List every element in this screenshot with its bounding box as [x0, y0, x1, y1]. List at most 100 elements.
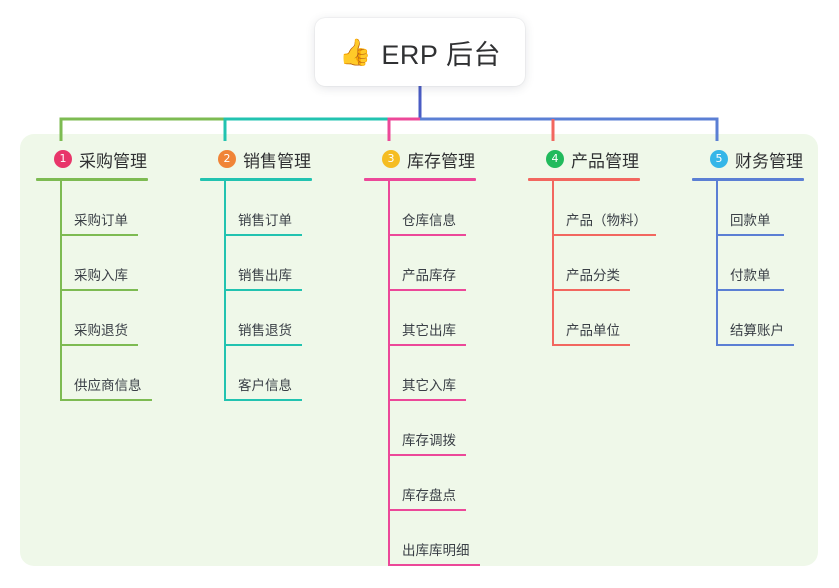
leaf-rule	[388, 399, 466, 401]
branch-badge-1: 1	[54, 150, 72, 168]
leaf-rule	[60, 234, 138, 236]
leaf-item[interactable]: 采购退货	[60, 291, 186, 346]
leaf-rule	[552, 289, 630, 291]
leaf-item[interactable]: 产品（物料）	[552, 181, 678, 236]
branch-header-3[interactable]: 3 库存管理	[364, 146, 514, 172]
branch-badge-3: 3	[382, 150, 400, 168]
leaf-rule	[716, 289, 784, 291]
leaf-label: 产品（物料）	[566, 213, 647, 228]
leaf-label: 采购入库	[74, 268, 128, 283]
branch-header-4[interactable]: 4 产品管理	[528, 146, 678, 172]
leaf-item[interactable]: 其它入库	[388, 346, 514, 401]
branch-rule-5	[692, 178, 804, 181]
branch-title-1: 采购管理	[79, 151, 147, 171]
leaf-label: 销售出库	[238, 268, 292, 283]
leaf-item[interactable]: 库存调拨	[388, 401, 514, 456]
leaf-label: 采购退货	[74, 323, 128, 338]
leaf-label: 仓库信息	[402, 213, 456, 228]
leaf-item[interactable]: 产品库存	[388, 236, 514, 291]
leaf-item[interactable]: 客户信息	[224, 346, 350, 401]
leaf-label: 客户信息	[238, 378, 292, 393]
leaf-item[interactable]: 结算账户	[716, 291, 839, 346]
branch-leaf-list-2: 销售订单销售出库销售退货客户信息	[200, 181, 350, 401]
leaf-rule	[224, 344, 302, 346]
branch-header-2[interactable]: 2 销售管理	[200, 146, 350, 172]
leaf-item[interactable]: 采购入库	[60, 236, 186, 291]
branch-column-4: 4 产品管理产品（物料） 产品分类产品单位	[528, 146, 678, 346]
branch-column-2: 2 销售管理销售订单销售出库销售退货客户信息	[200, 146, 350, 401]
branch-rule-1	[36, 178, 148, 181]
branch-badge-4: 4	[546, 150, 564, 168]
leaf-label: 产品分类	[566, 268, 620, 283]
leaf-rule	[388, 289, 466, 291]
leaf-rule	[60, 289, 138, 291]
leaf-rule	[388, 454, 466, 456]
leaf-label: 产品单位	[566, 323, 620, 338]
branch-column-3: 3 库存管理仓库信息产品库存其它出库其它入库库存调拨库存盘点出库库明细	[364, 146, 514, 566]
leaf-item[interactable]: 产品分类	[552, 236, 678, 291]
leaf-item[interactable]: 仓库信息	[388, 181, 514, 236]
leaf-rule	[716, 344, 794, 346]
leaf-item[interactable]: 销售退货	[224, 291, 350, 346]
leaf-label: 付款单	[730, 268, 771, 283]
leaf-item[interactable]: 供应商信息	[60, 346, 186, 401]
leaf-label: 库存调拨	[402, 433, 456, 448]
leaf-item[interactable]: 销售订单	[224, 181, 350, 236]
leaf-item[interactable]: 付款单	[716, 236, 839, 291]
branch-title-2: 销售管理	[243, 151, 311, 171]
leaf-label: 其它出库	[402, 323, 456, 338]
branch-spine-1	[60, 181, 62, 401]
leaf-rule	[388, 564, 480, 566]
branch-spine-3	[388, 181, 390, 566]
leaf-label: 出库库明细	[402, 543, 470, 558]
branch-leaf-list-1: 采购订单采购入库采购退货供应商信息	[36, 181, 186, 401]
branch-header-5[interactable]: 5 财务管理	[692, 146, 839, 172]
page-title: ERP 后台	[381, 39, 501, 70]
branch-spine-2	[224, 181, 226, 401]
branch-column-5: 5 财务管理回款单付款单结算账户	[692, 146, 839, 346]
branch-leaf-list-3: 仓库信息产品库存其它出库其它入库库存调拨库存盘点出库库明细	[364, 181, 514, 566]
leaf-item[interactable]: 产品单位	[552, 291, 678, 346]
branch-header-1[interactable]: 1 采购管理	[36, 146, 186, 172]
leaf-label: 采购订单	[74, 213, 128, 228]
branch-title-4: 产品管理	[571, 151, 639, 171]
branch-leaf-list-4: 产品（物料） 产品分类产品单位	[528, 181, 678, 346]
leaf-item[interactable]: 回款单	[716, 181, 839, 236]
branch-badge-2: 2	[218, 150, 236, 168]
leaf-label: 产品库存	[402, 268, 456, 283]
branch-rule-3	[364, 178, 476, 181]
leaf-rule	[224, 399, 302, 401]
branch-title-5: 财务管理	[735, 151, 803, 171]
leaf-rule	[224, 234, 302, 236]
leaf-item[interactable]: 库存盘点	[388, 456, 514, 511]
leaf-rule	[388, 234, 466, 236]
branch-leaf-list-5: 回款单付款单结算账户	[692, 181, 839, 346]
leaf-rule	[552, 344, 630, 346]
leaf-item[interactable]: 出库库明细	[388, 511, 514, 566]
leaf-rule	[60, 399, 152, 401]
root-node[interactable]: 👍 ERP 后台	[315, 18, 525, 86]
leaf-rule	[552, 234, 656, 236]
leaf-label: 销售退货	[238, 323, 292, 338]
leaf-label: 结算账户	[730, 323, 784, 338]
leaf-label: 库存盘点	[402, 488, 456, 503]
leaf-rule	[388, 509, 466, 511]
leaf-rule	[224, 289, 302, 291]
leaf-item[interactable]: 其它出库	[388, 291, 514, 346]
leaf-label: 回款单	[730, 213, 771, 228]
leaf-item[interactable]: 采购订单	[60, 181, 186, 236]
branch-spine-4	[552, 181, 554, 346]
branch-spine-5	[716, 181, 718, 346]
branch-rule-2	[200, 178, 312, 181]
leaf-rule	[716, 234, 784, 236]
leaf-rule	[388, 344, 466, 346]
leaf-label: 其它入库	[402, 378, 456, 393]
leaf-rule	[60, 344, 138, 346]
branch-column-1: 1 采购管理采购订单采购入库采购退货供应商信息	[36, 146, 186, 401]
leaf-item[interactable]: 销售出库	[224, 236, 350, 291]
branch-badge-5: 5	[710, 150, 728, 168]
branch-rule-4	[528, 178, 640, 181]
branch-title-3: 库存管理	[407, 151, 475, 171]
branches-panel	[20, 134, 818, 566]
